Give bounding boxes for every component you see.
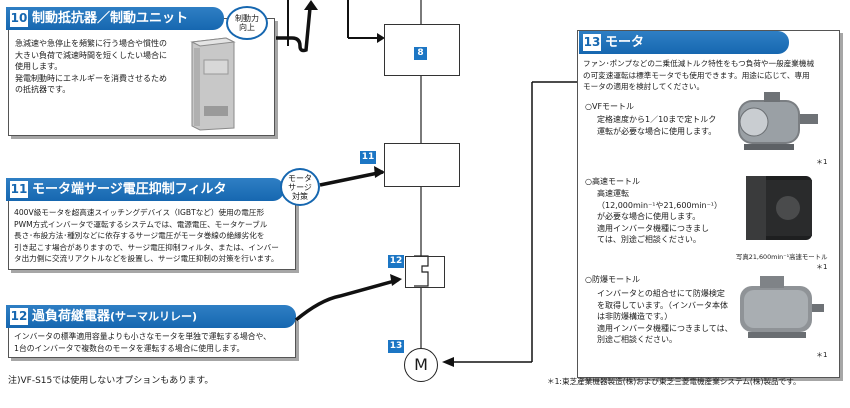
section-title-10: 制動抵抗器／制動ユニット [32,11,189,26]
section-title-12: 過負荷継電器 [32,309,111,324]
vf-motor-title: ○VFモートル [585,102,635,111]
panel-surge-filter [8,190,296,270]
diagram-number-8: 8 [414,47,427,60]
diagram-box-12 [405,256,445,288]
motor-intro: ファン･ポンプなどの二乗低減トルク特性をもつ負荷や一般産業機械 の可変速運転は標… [583,59,815,91]
ex-motor-body: インバータとの組合せにて防爆検定 を取得しています。（インバータ本体 は非防爆構… [597,289,733,344]
diagram-number-12: 12 [388,255,404,268]
header-braking-resistor: 10 制動抵抗器／制動ユニット [6,7,224,30]
section-title-12-sub: (サーマルリレー) [110,310,198,323]
footer-left-note: 注)VF-S15では使用しないオプションもあります。 [8,376,214,386]
hs-motor-image [746,176,812,240]
arrow-12-to-relay [294,278,399,322]
body-braking-resistor: 急減速や急停止を頻繁に行う場合や慣性の 大きい負荷で減速時間を短くしたい場合に … [15,39,167,94]
relay-symbol [414,255,429,287]
header-overload-relay: 12 過負荷継電器(サーマルリレー) [6,305,296,328]
arrow-11-to-box [319,170,384,187]
vf-motor-note: ＊1 [816,158,828,166]
section-number-10: 10 [10,10,28,27]
ex-motor-note: ＊1 [816,351,828,359]
ex-motor-image [740,276,824,338]
header-motor: 13 モータ [579,31,789,54]
hs-motor-body: 高速運転 （12,000min⁻¹や21,600min⁻¹） が必要な場合に使用… [597,189,723,244]
header-surge-filter: 11 モータ端サージ電圧抑制フィルタ [6,178,284,201]
vf-motor-image [738,92,818,150]
diagram-number-13: 13 [388,340,404,353]
arrow-12-head [390,274,402,286]
section-title-13: モータ [605,35,645,50]
motor-symbol: M [404,348,438,382]
arrow-10-to-8 [276,7,312,53]
motor-label: M [414,355,428,374]
arrow-11-head [374,166,385,178]
footer-right-note: ＊1:東芝産業機器製造(株)および東芝三菱電機産業システム(株)製品です。 [547,377,801,386]
arrow-13-head [442,357,454,367]
section-number-13: 13 [583,34,601,51]
diagram-box-11 [384,143,460,187]
arrow-10-head [304,0,318,10]
section-number-12: 12 [10,308,28,325]
ex-motor-title: ○防爆モートル [585,275,640,284]
body-surge-filter: 400V級モータを超高速スイッチングデバイス（IGBTなど）使用の電圧形 PWM… [14,208,279,263]
badge-braking-improvement: 制動力 向上 [226,6,268,40]
hs-motor-caption: 写真21,600min⁻¹高速モートル [736,253,828,261]
body-overload-relay: インバータの標準適用容量よりも小さなモータを単独で運転する場合や、 1台のインバ… [14,332,271,353]
section-title-11: モータ端サージ電圧抑制フィルタ [32,182,227,197]
vf-motor-body: 定格速度から1／10まで定トルク 運転が必要な場合に使用します。 [597,115,717,136]
hs-motor-title: ○高速モートル [585,177,640,186]
section-number-11: 11 [10,181,28,198]
arrow-8-head [377,33,385,43]
diagram-number-11: 11 [360,151,376,164]
hs-motor-note: ＊1 [816,263,828,271]
braking-unit-image [190,37,236,131]
badge-motor-surge: モータ サージ 対策 [280,168,320,206]
